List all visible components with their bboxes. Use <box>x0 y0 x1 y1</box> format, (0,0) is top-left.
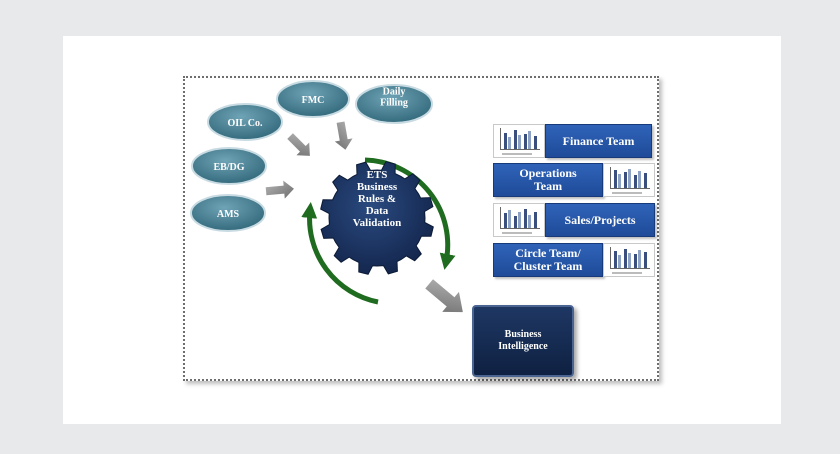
source-ams: AMS <box>190 194 266 232</box>
cycle-arrow-right <box>364 157 456 270</box>
source-ams-label: AMS <box>217 209 240 220</box>
source-oil-co: OIL Co. <box>207 103 283 141</box>
team-chart-sales <box>493 203 545 237</box>
source-fmc: FMC <box>276 80 350 118</box>
team-finance-label: Finance Team <box>562 133 635 148</box>
team-sales-projects: Sales/Projects <box>545 203 655 237</box>
source-oil-co-label: OIL Co. <box>227 118 263 129</box>
arrow-hub-to-bi <box>425 279 463 313</box>
team-sales-projects-label: Sales/Projects <box>564 212 636 227</box>
cycle-arrow-left <box>301 202 379 305</box>
team-circle-cluster-label: Circle Team/ Cluster Team <box>513 246 583 273</box>
team-finance: Finance Team <box>545 124 652 158</box>
arrow-fmc-to-hub <box>334 121 353 150</box>
team-circle-cluster: Circle Team/ Cluster Team <box>493 243 603 277</box>
team-operations: Operations Team <box>493 163 603 197</box>
business-intelligence-label: Business Intelligence <box>498 329 548 352</box>
arrow-ebdg-to-hub <box>265 180 294 199</box>
team-operations-label: Operations Team <box>519 166 577 193</box>
source-eb-dg: EB/DG <box>191 147 267 185</box>
team-chart-circle <box>603 243 655 277</box>
business-intelligence-box: Business Intelligence <box>472 305 574 377</box>
source-fmc-label: FMC <box>302 95 325 106</box>
arrow-oil-to-hub <box>287 133 310 156</box>
source-eb-dg-label: EB/DG <box>213 162 244 173</box>
team-chart-operations <box>603 163 655 197</box>
team-chart-finance <box>493 124 545 158</box>
